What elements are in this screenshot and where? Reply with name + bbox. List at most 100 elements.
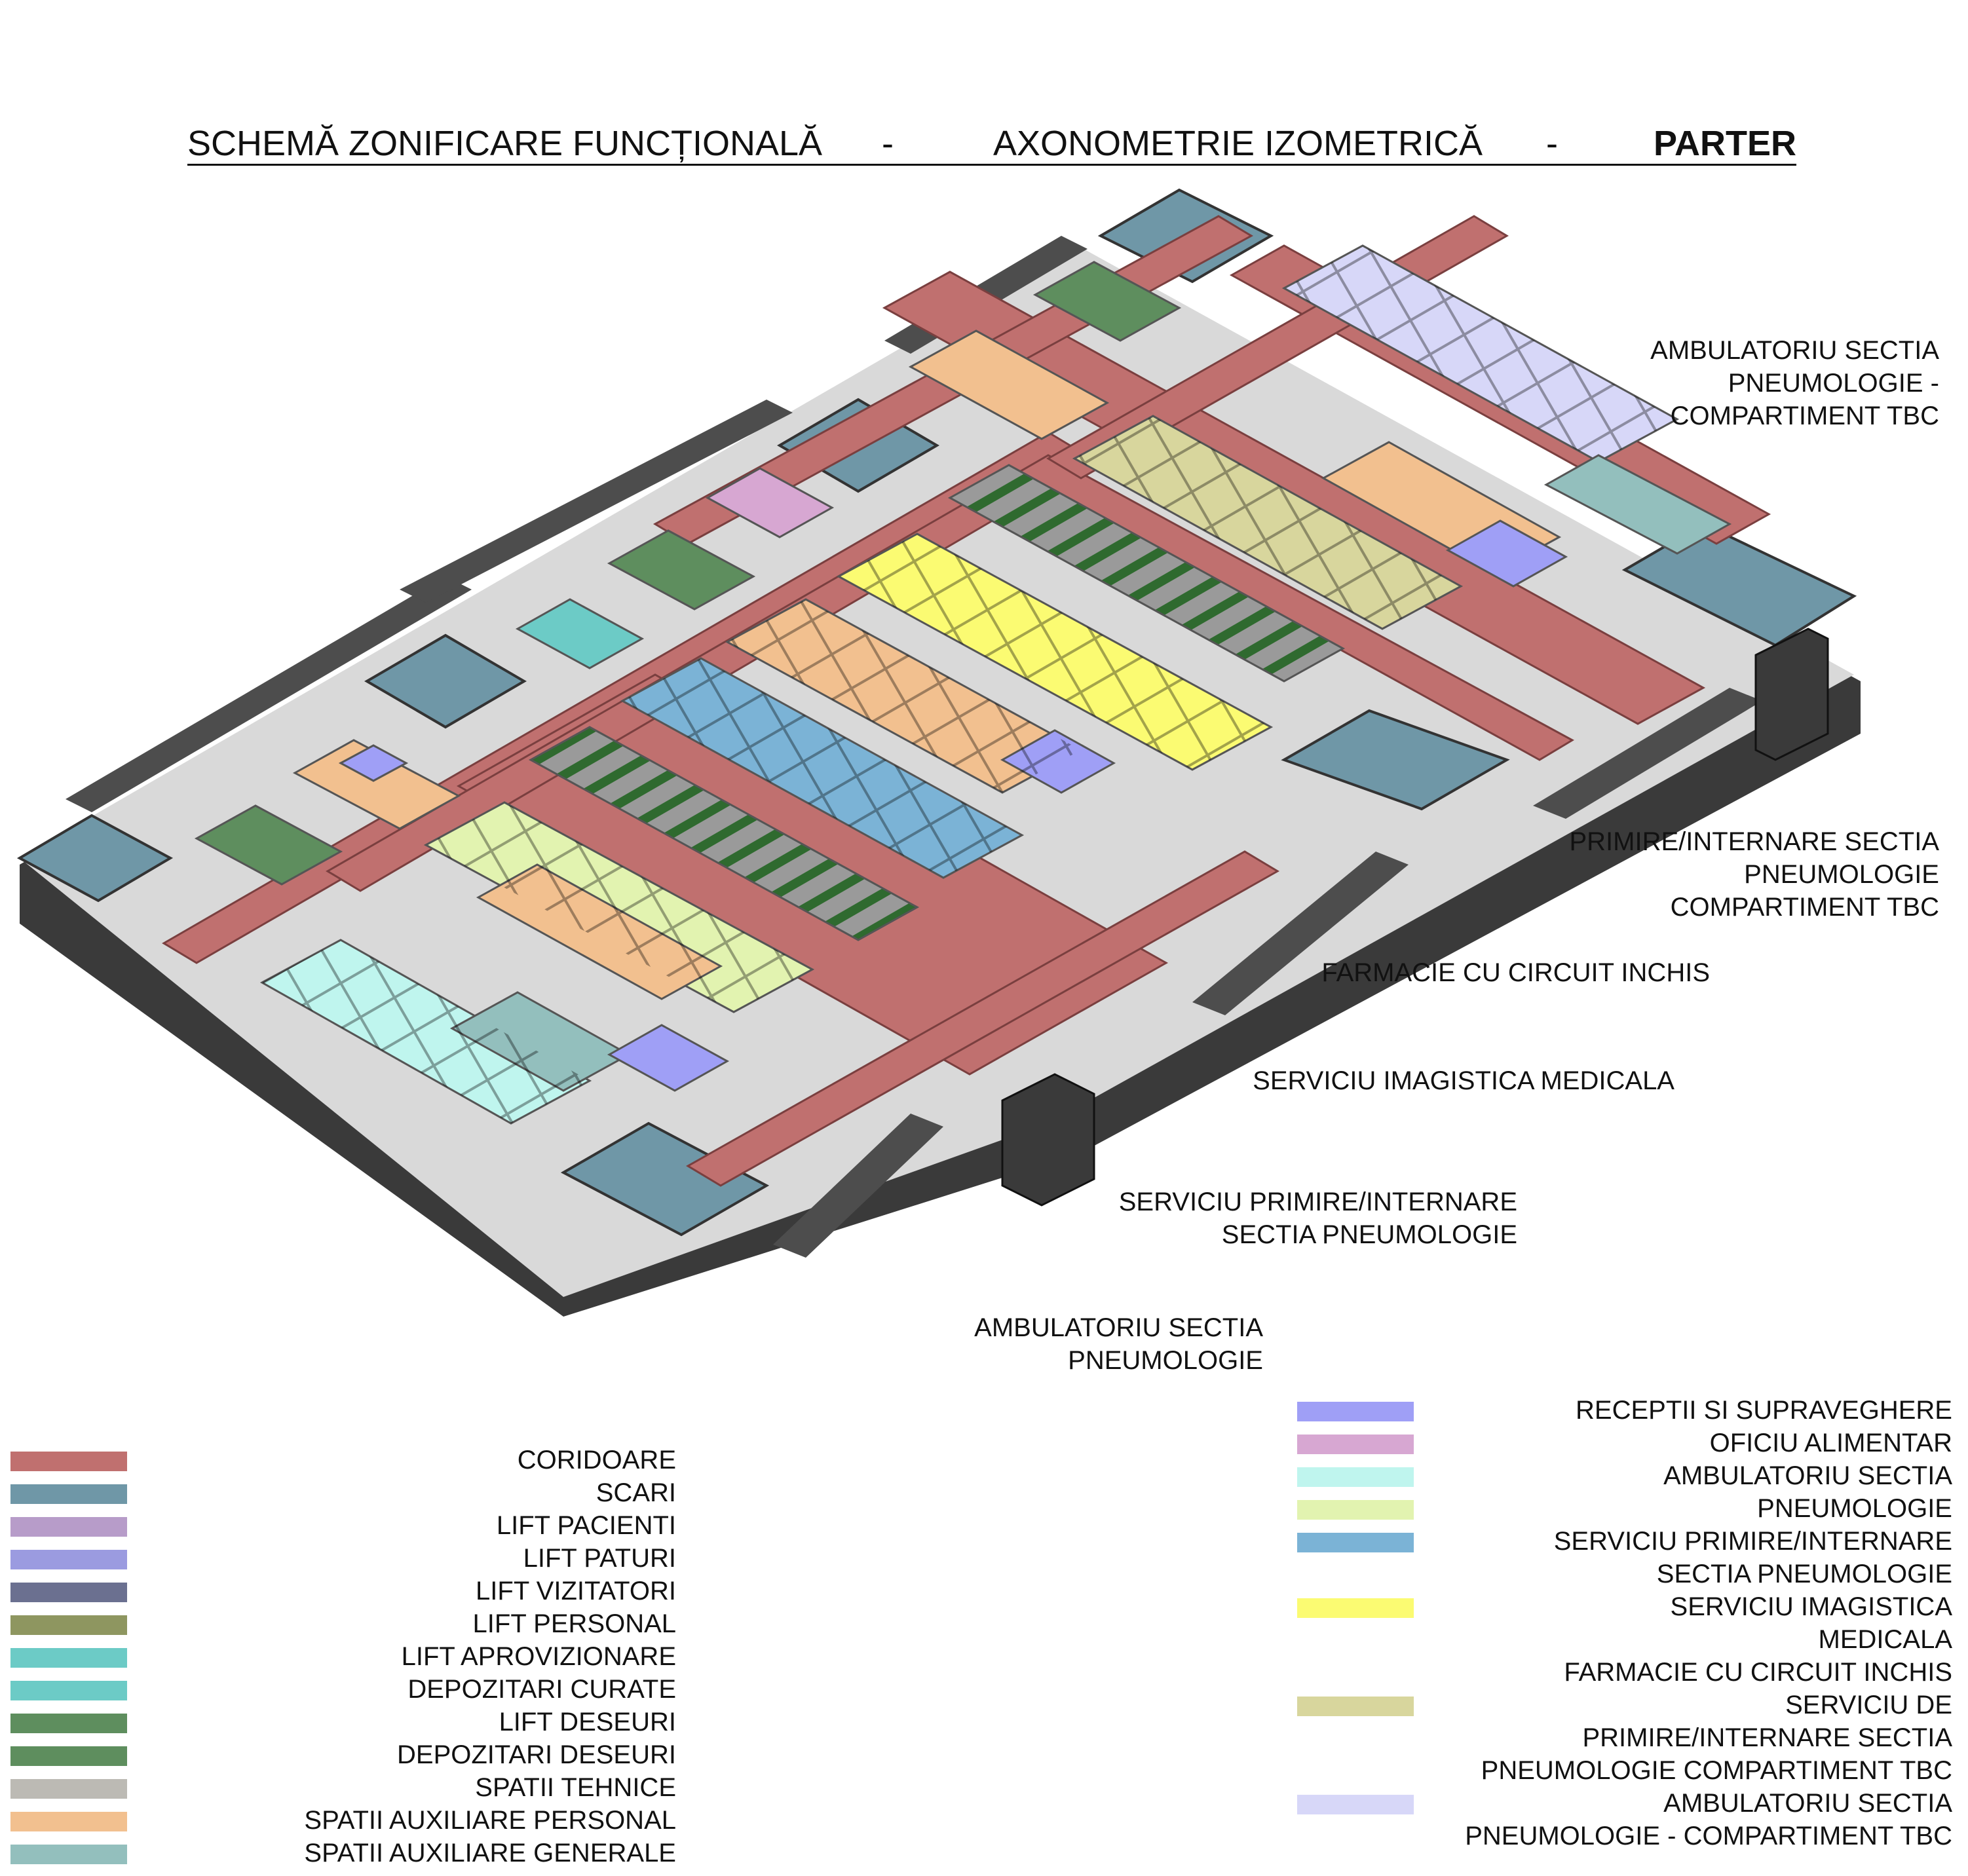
legend-item: SCARI xyxy=(10,1476,676,1509)
legend-label: LIFT DESEURI xyxy=(499,1708,676,1736)
legend-label: SECTIA PNEUMOLOGIE xyxy=(1656,1560,1952,1588)
legend-item: AMBULATORIU SECTIA xyxy=(1297,1787,1952,1820)
label-ambulatoriu: AMBULATORIU SECTIA PNEUMOLOGIE xyxy=(974,1313,1263,1375)
lift-shaft xyxy=(1001,1073,1095,1207)
lift-shafts xyxy=(1001,628,1829,1207)
legend-item: PNEUMOLOGIE COMPARTIMENT TBC xyxy=(1297,1754,1952,1787)
legend-item: FARMACIE CU CIRCUIT INCHIS xyxy=(1297,1656,1952,1689)
legend-swatch xyxy=(1297,1533,1414,1552)
zone-depozitari-deseuri xyxy=(194,804,343,886)
legend-label: LIFT PACIENTI xyxy=(496,1511,676,1540)
legend-label: OFICIU ALIMENTAR xyxy=(1709,1429,1952,1457)
zone-depozitari-deseuri xyxy=(1032,261,1182,342)
legend-swatch xyxy=(1297,1467,1414,1487)
legend-item: LIFT DESEURI xyxy=(10,1706,676,1738)
zone-receptii xyxy=(1445,519,1568,588)
legend-swatch xyxy=(1297,1598,1414,1618)
legend-swatch xyxy=(10,1517,127,1537)
zone-receptii xyxy=(607,1024,730,1092)
zone-auxiliare-personal xyxy=(908,329,1110,440)
legend-item: PRIMIRE/INTERNARE SECTIA xyxy=(1297,1721,1952,1754)
stair-tower xyxy=(1281,709,1510,811)
legend-left: CORIDOARE SCARI LIFT PACIENTI LIFT PATUR… xyxy=(10,1444,676,1876)
legend-swatch xyxy=(10,1615,127,1635)
legend-label: SPATII AUXILIARE PERSONAL xyxy=(304,1806,676,1835)
zone-depozitari-deseuri xyxy=(607,529,756,610)
legend-swatch xyxy=(10,1812,127,1831)
legend-swatch xyxy=(10,1583,127,1602)
legend-swatch xyxy=(10,1714,127,1733)
legend-label: LIFT APROVIZIONARE xyxy=(401,1642,676,1671)
title-separator: - xyxy=(1546,124,1558,163)
legend-label: PRIMIRE/INTERNARE SECTIA xyxy=(1582,1723,1952,1752)
legend-label: PNEUMOLOGIE xyxy=(1757,1494,1952,1523)
legend-label: LIFT PERSONAL xyxy=(472,1609,676,1638)
legend-item: RECEPTII SI SUPRAVEGHERE xyxy=(1297,1394,1952,1427)
zone-depozitari-curate xyxy=(515,598,645,669)
zone-auxiliare-generale xyxy=(1543,454,1732,555)
legend-swatch xyxy=(10,1746,127,1766)
legend-item: DEPOZITARI DESEURI xyxy=(10,1738,676,1771)
legend-swatch xyxy=(10,1845,127,1864)
title-part-axonometry: AXONOMETRIE IZOMETRICĂ xyxy=(993,124,1483,163)
legend-item: PNEUMOLOGIE xyxy=(1297,1492,1952,1525)
diagram-title: SCHEMĂ ZONIFICARE FUNCȚIONALĂ - AXONOMET… xyxy=(187,118,1796,166)
legend-swatch xyxy=(10,1681,127,1700)
stair-tower xyxy=(16,814,174,903)
legend-right: RECEPTII SI SUPRAVEGHERE OFICIU ALIMENTA… xyxy=(1297,1394,1952,1866)
legend-swatch xyxy=(10,1550,127,1569)
legend-swatch xyxy=(10,1779,127,1799)
legend-label: SPATII TEHNICE xyxy=(475,1773,676,1802)
ward-bays xyxy=(528,464,1346,941)
corridor xyxy=(326,454,1575,892)
legend-label: DEPOZITARI CURATE xyxy=(407,1675,676,1704)
title-part-zoning: SCHEMĂ ZONIFICARE FUNCȚIONALĂ xyxy=(187,124,823,163)
stair-tower xyxy=(560,1121,770,1237)
legend-item: SPATII AUXILIARE GENERALE xyxy=(10,1837,676,1869)
legend-label: FARMACIE CU CIRCUIT INCHIS xyxy=(1564,1658,1952,1687)
legend-item: SPATII AUXILIARE PERSONAL xyxy=(10,1804,676,1837)
legend-label: LIFT PATURI xyxy=(523,1544,676,1573)
legend-item: SERVICIU DE xyxy=(1297,1689,1952,1721)
legend-label: LIFT VIZITATORI xyxy=(476,1577,676,1605)
legend-item: SPATII TEHNICE xyxy=(10,1771,676,1804)
room-grid xyxy=(262,246,1677,1123)
ward-bay xyxy=(947,464,1346,683)
zone-receptii xyxy=(338,744,409,782)
zone-auxiliare-personal xyxy=(292,739,461,830)
legend-label: DEPOZITARI DESEURI xyxy=(397,1740,676,1769)
zone-oficiu-alimentar xyxy=(705,467,835,538)
legend-swatch xyxy=(10,1484,127,1504)
legend-label: SERVICIU PRIMIRE/INTERNARE xyxy=(1553,1527,1952,1556)
legend-label: CORIDOARE xyxy=(517,1446,676,1474)
legend-item: PNEUMOLOGIE - COMPARTIMENT TBC xyxy=(1297,1820,1952,1852)
label-primire-internare: SERVICIU PRIMIRE/INTERNARE SECTIA PNEUMO… xyxy=(1118,1188,1517,1249)
legend-swatch xyxy=(10,1648,127,1668)
title-separator: - xyxy=(882,124,894,163)
stair-tower xyxy=(364,633,527,729)
legend-label: AMBULATORIU SECTIA xyxy=(1663,1789,1952,1818)
legend-label: MEDICALA xyxy=(1818,1625,1953,1654)
legend-swatch xyxy=(1297,1500,1414,1520)
label-ambulatoriu-tbc: AMBULATORIU SECTIA PNEUMOLOGIE - COMPART… xyxy=(1650,336,1939,430)
corridor xyxy=(686,850,1279,1187)
legend-item: OFICIU ALIMENTAR xyxy=(1297,1427,1952,1459)
legend-item: LIFT PERSONAL xyxy=(10,1607,676,1640)
legend-label: SPATII AUXILIARE GENERALE xyxy=(304,1839,676,1867)
legend-label: SERVICIU IMAGISTICA xyxy=(1670,1592,1952,1621)
legend-label: AMBULATORIU SECTIA xyxy=(1663,1461,1952,1490)
legend-swatch xyxy=(1297,1697,1414,1716)
legend-swatch xyxy=(1297,1795,1414,1814)
legend-label: RECEPTII SI SUPRAVEGHERE xyxy=(1576,1396,1952,1425)
legend-swatch xyxy=(1297,1402,1414,1421)
legend-item: SECTIA PNEUMOLOGIE xyxy=(1297,1558,1952,1590)
legend-item: LIFT PATURI xyxy=(10,1542,676,1575)
label-farmacie: FARMACIE CU CIRCUIT INCHIS xyxy=(1321,958,1710,987)
title-part-floor: PARTER xyxy=(1653,124,1796,163)
legend-item: LIFT PACIENTI xyxy=(10,1509,676,1542)
legend-label: PNEUMOLOGIE COMPARTIMENT TBC xyxy=(1481,1756,1952,1785)
lift-shaft xyxy=(1754,628,1829,761)
legend-item: SERVICIU IMAGISTICA xyxy=(1297,1590,1952,1623)
legend-swatch xyxy=(10,1452,127,1471)
